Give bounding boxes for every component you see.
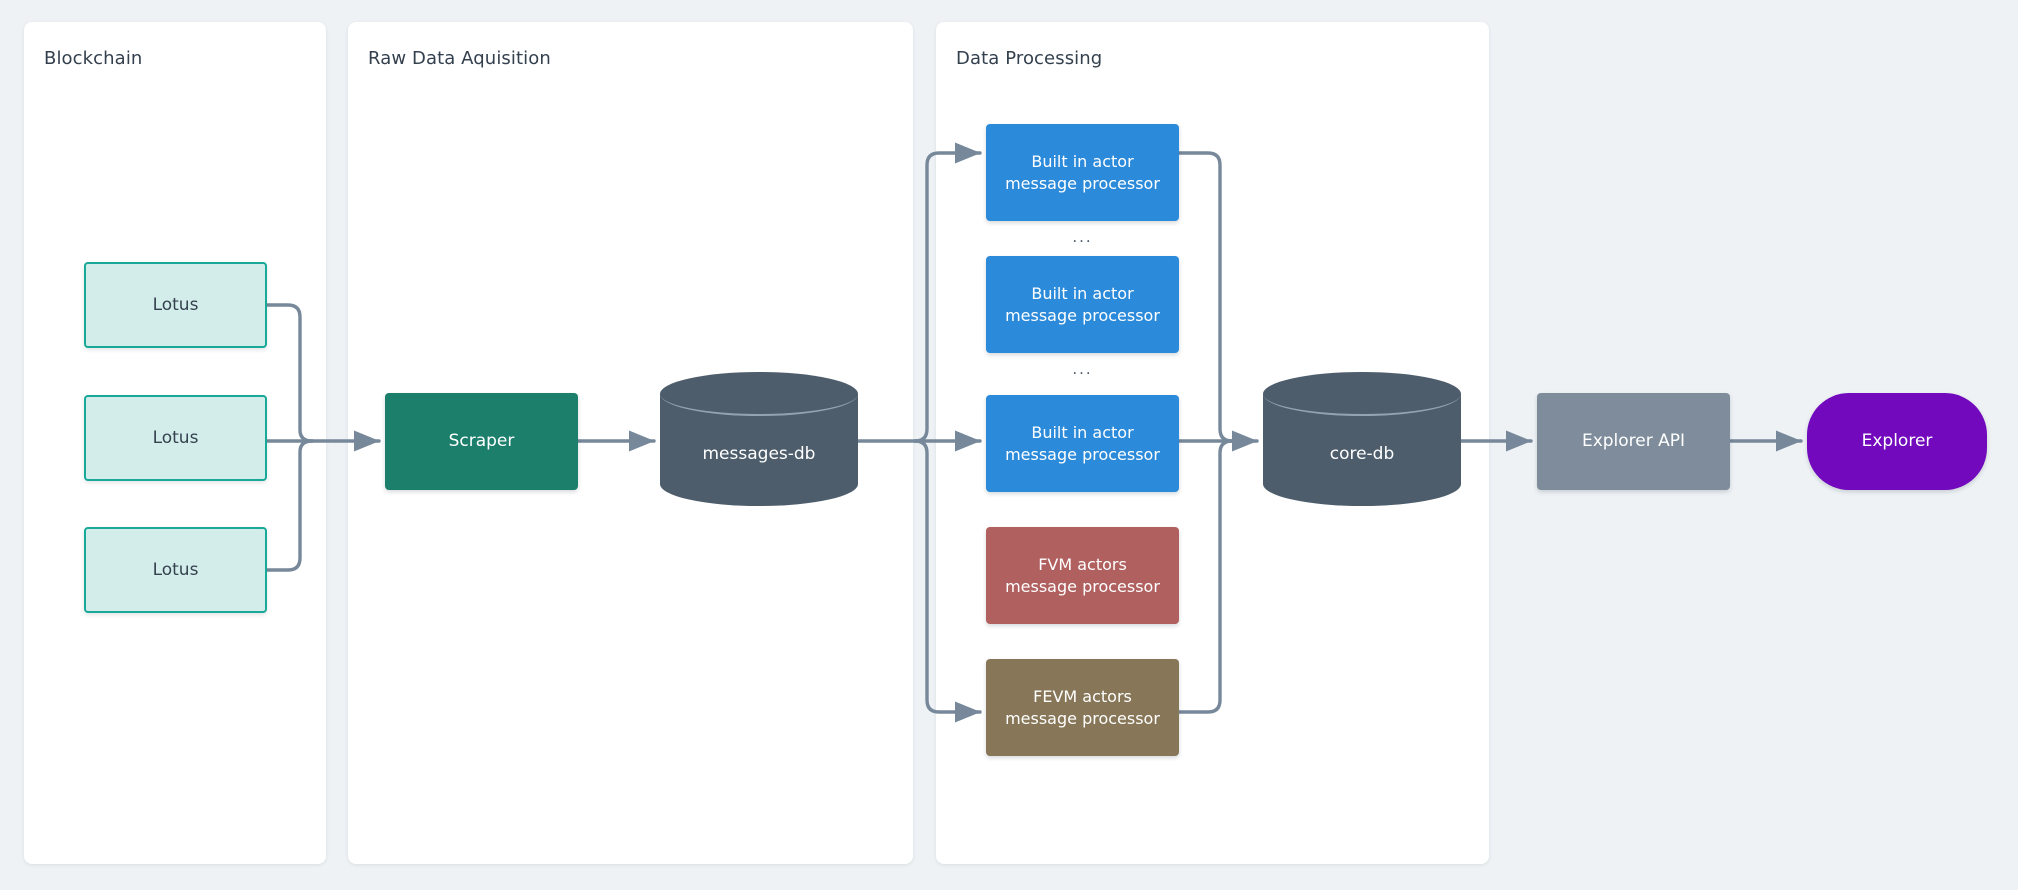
node-core-db[interactable]: core-db (1263, 372, 1461, 506)
panel-title-data-processing: Data Processing (956, 48, 1103, 69)
node-lotus-1[interactable]: Lotus (84, 262, 267, 348)
node-messages-db[interactable]: messages-db (660, 372, 858, 506)
node-built-in-actor-message-processor-2[interactable]: Built in actor message processor (986, 256, 1179, 353)
node-lotus-1-label: Lotus (152, 294, 199, 315)
node-proc-3-label: Built in actor message processor (1005, 422, 1160, 464)
cylinder-top (1263, 372, 1461, 416)
edge-lotus3-scraper (265, 439, 314, 572)
node-lotus-2[interactable]: Lotus (84, 395, 267, 481)
node-built-in-actor-message-processor-1[interactable]: Built in actor message processor (986, 124, 1179, 221)
node-fevm-actors-message-processor[interactable]: FEVM actors message processor (986, 659, 1179, 756)
node-messages-db-label: messages-db (702, 444, 816, 465)
panel-title-raw-data-aquisition: Raw Data Aquisition (368, 48, 551, 69)
node-explorer[interactable]: Explorer (1807, 393, 1987, 490)
cylinder-top (660, 372, 858, 416)
edge-fanout-proc1 (913, 142, 982, 443)
edge-proc5-merge (1177, 439, 1234, 714)
processor-ellipsis-2: ... (1072, 360, 1093, 378)
node-fvm-actors-message-processor[interactable]: FVM actors message processor (986, 527, 1179, 624)
cylinder-bottom (660, 462, 858, 506)
panel-title-blockchain: Blockchain (44, 48, 143, 69)
node-lotus-3[interactable]: Lotus (84, 527, 267, 613)
node-explorer-api-label: Explorer API (1581, 431, 1686, 452)
node-core-db-label: core-db (1329, 444, 1395, 465)
node-built-in-actor-message-processor-3[interactable]: Built in actor message processor (986, 395, 1179, 492)
edge-lotus1-scraper (265, 303, 314, 443)
edge-fanout-proc5 (913, 439, 982, 723)
node-explorer-api[interactable]: Explorer API (1537, 393, 1730, 490)
node-proc-5-label: FEVM actors message processor (1005, 686, 1160, 728)
node-scraper[interactable]: Scraper (385, 393, 578, 490)
edge-proc1-merge (1177, 151, 1234, 443)
node-scraper-label: Scraper (448, 431, 515, 452)
node-lotus-3-label: Lotus (152, 559, 199, 580)
processor-ellipsis-1: ... (1072, 228, 1093, 246)
node-lotus-2-label: Lotus (152, 427, 199, 448)
node-proc-2-label: Built in actor message processor (1005, 283, 1160, 325)
node-proc-4-label: FVM actors message processor (1005, 554, 1160, 596)
node-explorer-label: Explorer (1861, 431, 1933, 452)
cylinder-bottom (1263, 462, 1461, 506)
node-proc-1-label: Built in actor message processor (1005, 151, 1160, 193)
